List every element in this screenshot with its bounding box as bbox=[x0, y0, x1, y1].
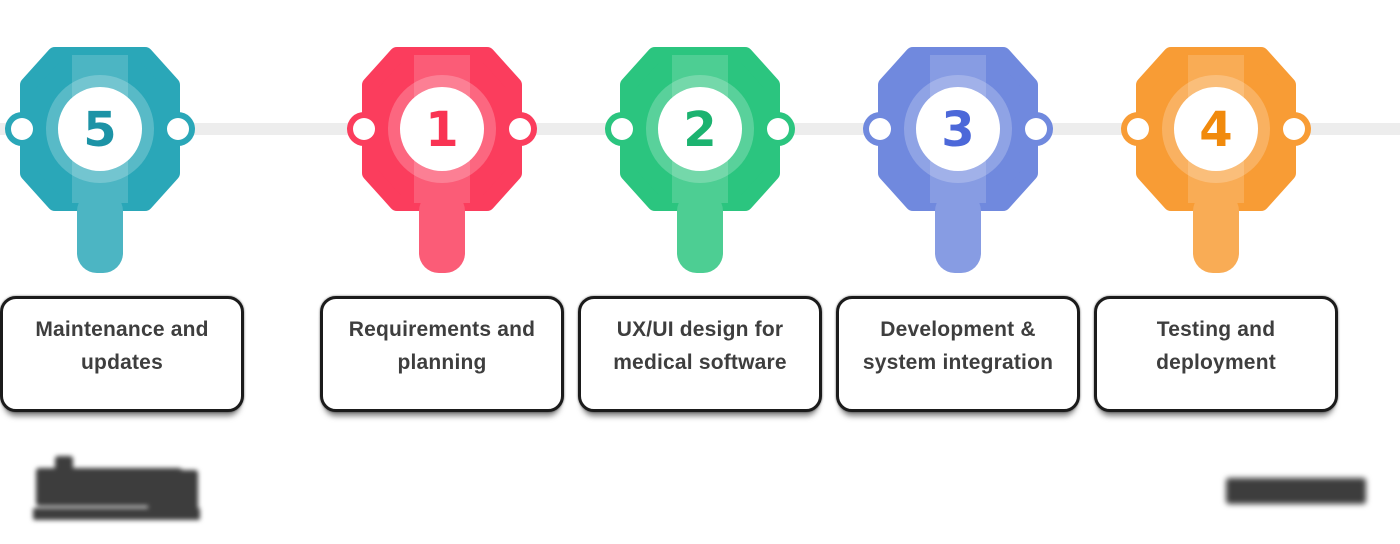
line-dot-icon bbox=[767, 118, 789, 140]
step-card-5: Maintenance and updates bbox=[0, 296, 244, 412]
line-dot-icon bbox=[611, 118, 633, 140]
line-dot-icon bbox=[509, 118, 531, 140]
step-badge-icon: 1 bbox=[347, 47, 537, 273]
step-marker-3: 3 bbox=[858, 41, 1058, 276]
line-dot-icon bbox=[353, 118, 375, 140]
blurred-text-right bbox=[1222, 472, 1372, 510]
step-card-label: Testing and deployment bbox=[1156, 318, 1276, 374]
line-dot-icon bbox=[11, 118, 33, 140]
step-badge-icon: 5 bbox=[5, 47, 195, 273]
step-card-4: Testing and deployment bbox=[1094, 296, 1338, 412]
step-badge-icon: 2 bbox=[605, 47, 795, 273]
step-badge-icon: 3 bbox=[863, 47, 1053, 273]
step-badge-icon: 4 bbox=[1121, 47, 1311, 273]
step-number: 5 bbox=[83, 102, 116, 158]
step-number: 3 bbox=[941, 102, 974, 158]
step-marker-5: 5 bbox=[0, 41, 200, 276]
blurred-logo-left bbox=[30, 448, 210, 528]
line-dot-icon bbox=[1127, 118, 1149, 140]
step-card-label: Development & system integration bbox=[862, 318, 1054, 374]
step-marker-2: 2 bbox=[600, 41, 800, 276]
step-card-label: UX/UI design for medical software bbox=[613, 318, 787, 374]
step-card-3: Development & system integration bbox=[836, 296, 1080, 412]
line-dot-icon bbox=[1283, 118, 1305, 140]
line-dot-icon bbox=[1025, 118, 1047, 140]
line-dot-icon bbox=[869, 118, 891, 140]
step-card-label: Requirements and planning bbox=[348, 318, 536, 374]
step-number: 4 bbox=[1199, 102, 1232, 158]
step-marker-1: 1 bbox=[342, 41, 542, 276]
step-number: 2 bbox=[683, 102, 716, 158]
step-card-1: Requirements and planning bbox=[320, 296, 564, 412]
line-dot-icon bbox=[167, 118, 189, 140]
step-card-2: UX/UI design for medical software bbox=[578, 296, 822, 412]
step-card-label: Maintenance and updates bbox=[35, 318, 209, 374]
step-marker-4: 4 bbox=[1116, 41, 1316, 276]
step-number: 1 bbox=[425, 102, 458, 158]
